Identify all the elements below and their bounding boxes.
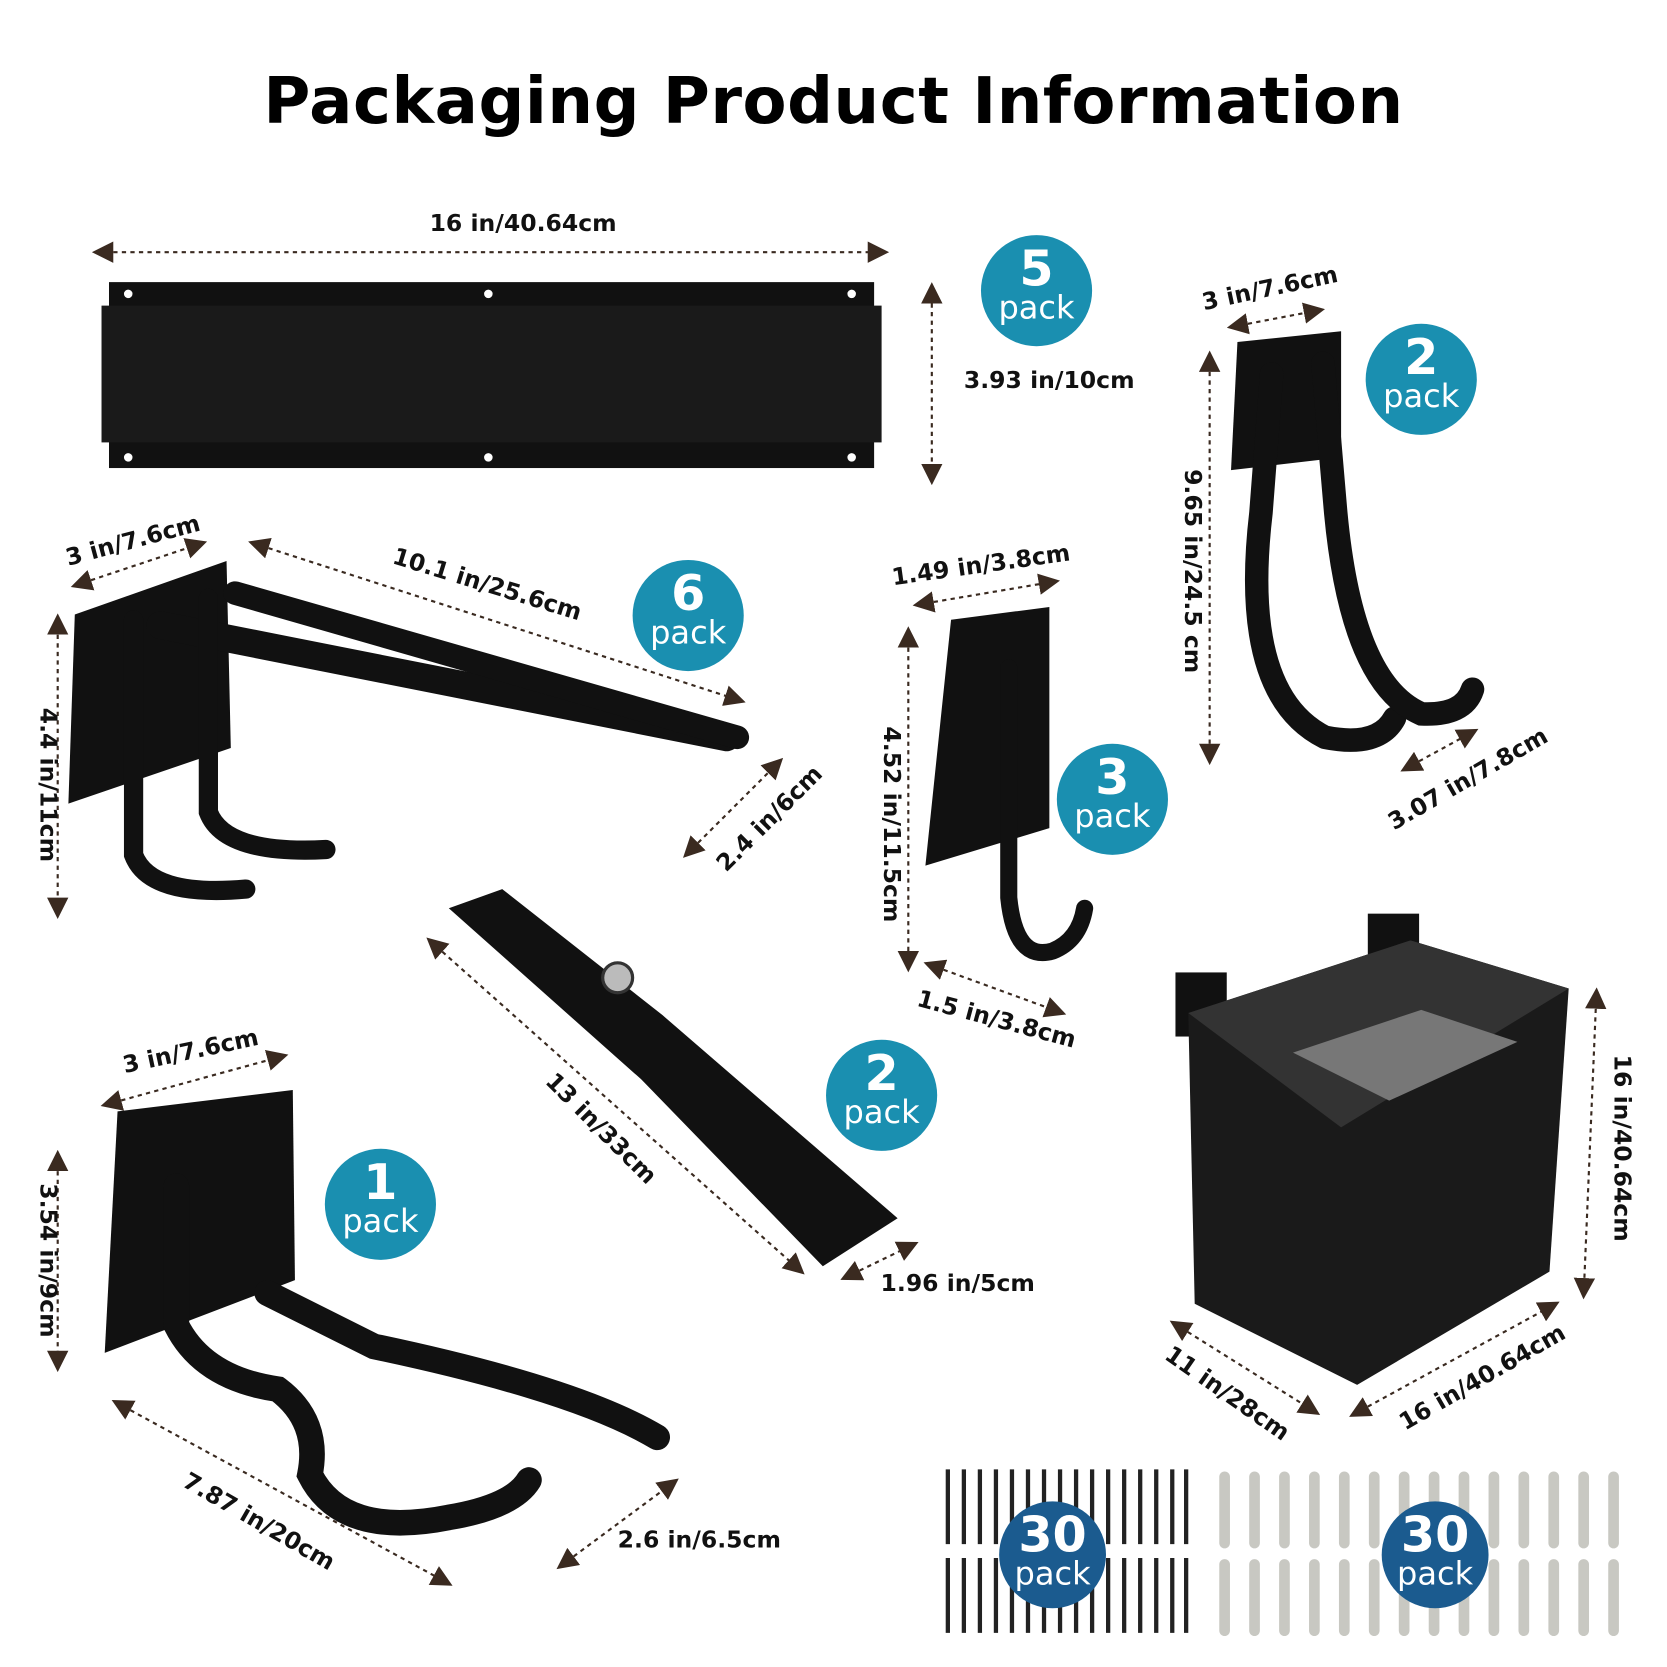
rail-image <box>101 282 882 469</box>
bike-hook-gap-label: 2.6 in/6.5cm <box>617 1527 781 1554</box>
dimension-arrows <box>47 241 1607 1586</box>
badge-count: 1 <box>363 1153 398 1211</box>
badge-unit: pack <box>1397 1555 1474 1594</box>
bike-hook-image <box>104 1089 671 1536</box>
badge-count: 3 <box>1095 748 1130 806</box>
page-title: Packaging Product Information <box>263 64 1404 139</box>
badge-unit: pack <box>1074 798 1151 836</box>
strap-image <box>448 889 898 1267</box>
badge-unit: pack <box>650 614 727 652</box>
double-hook-image <box>68 561 750 901</box>
bike-hook-height-label: 3.54 in/9cm <box>33 1183 61 1338</box>
badge-count: 2 <box>1404 328 1439 386</box>
badge-unit: pack <box>1383 378 1460 416</box>
badge-count: 6 <box>671 564 706 622</box>
badge-count: 5 <box>1019 239 1054 298</box>
badge-unit: pack <box>843 1094 920 1132</box>
long-u-hook-image <box>1231 331 1485 752</box>
badge-unit: pack <box>998 289 1075 327</box>
strap-width-label: 1.96 in/5cm <box>880 1270 1035 1298</box>
double-hook-height-label: 4.4 in/11cm <box>33 707 61 863</box>
badge-unit: pack <box>342 1203 419 1241</box>
badge-count: 2 <box>864 1044 899 1102</box>
basket-height-label: 16 in/40.64cm <box>1608 1054 1635 1242</box>
basket-image <box>1175 913 1569 1385</box>
j-hook-height-label: 4.52 in/11.5cm <box>877 726 905 923</box>
rail-length-label: 16 in/40.64cm <box>429 210 617 238</box>
badge-unit: pack <box>1014 1555 1091 1594</box>
badge-count: 30 <box>1400 1505 1470 1564</box>
u-hook-length-label: 9.65 in/24.5 cm <box>1178 469 1206 674</box>
rail-height-label: 3.93 in/10cm <box>963 367 1135 395</box>
badge-count: 30 <box>1018 1505 1087 1564</box>
j-hook-image <box>925 606 1094 961</box>
